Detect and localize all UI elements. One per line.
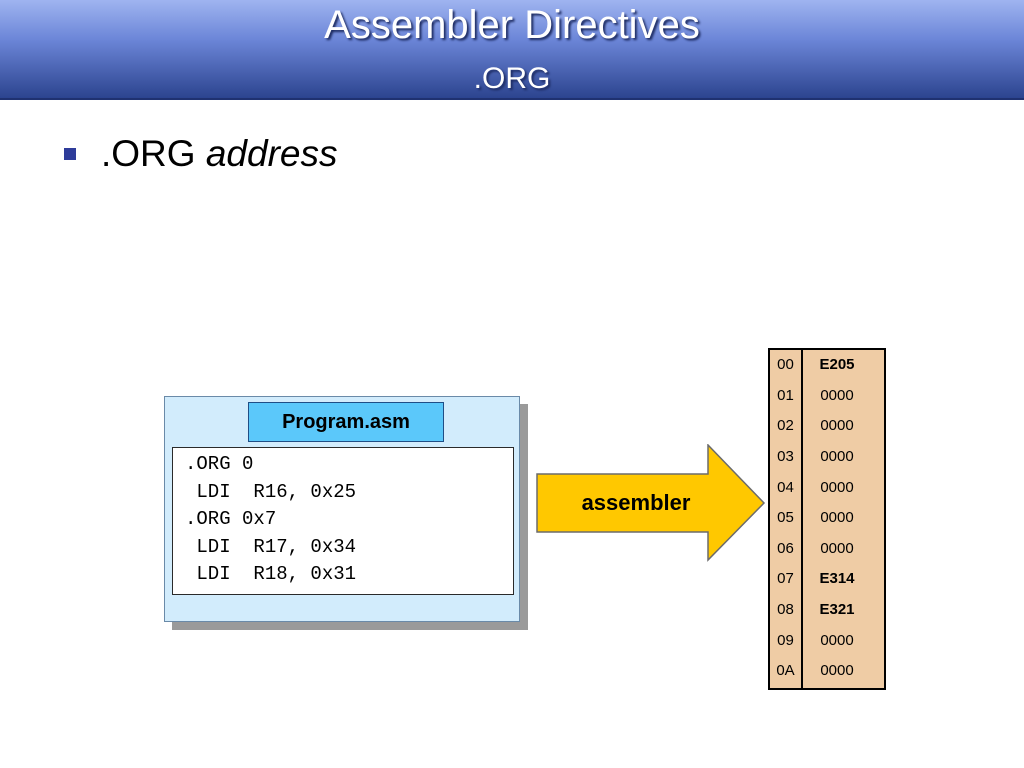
right-arrow-icon bbox=[536, 444, 766, 562]
title-bar: Assembler Directives .ORG bbox=[0, 0, 1024, 100]
memory-value: 0000 bbox=[820, 448, 854, 465]
arrow-label: assembler bbox=[581, 490, 691, 515]
memory-row: 04 0000 bbox=[770, 472, 884, 503]
bullet-argument: address bbox=[205, 133, 338, 174]
memory-row: 07 E314 bbox=[770, 563, 884, 594]
memory-row: 08 E321 bbox=[770, 594, 884, 625]
slide-title: Assembler Directives bbox=[324, 3, 700, 47]
memory-row: 0A 0000 bbox=[770, 655, 884, 686]
code-listing: .ORG 0 LDI R16, 0x25 .ORG 0x7 LDI R17, 0… bbox=[172, 447, 514, 595]
code-line: .ORG 0x7 bbox=[185, 508, 277, 530]
program-filename: Program.asm bbox=[248, 402, 444, 442]
memory-address: 0A bbox=[776, 662, 795, 679]
memory-row: 00 E205 bbox=[770, 349, 884, 380]
memory-value: 0000 bbox=[820, 479, 854, 496]
memory-value: 0000 bbox=[820, 632, 854, 649]
code-line: LDI R16, 0x25 bbox=[185, 480, 357, 503]
memory-table bbox=[768, 348, 886, 690]
memory-address: 07 bbox=[777, 570, 794, 587]
memory-address: 08 bbox=[777, 601, 794, 618]
memory-value: E205 bbox=[819, 356, 855, 373]
slide-subtitle: .ORG bbox=[473, 62, 551, 95]
memory-value: 0000 bbox=[820, 662, 854, 679]
memory-row: 03 0000 bbox=[770, 441, 884, 472]
memory-row: 05 0000 bbox=[770, 502, 884, 533]
memory-value: E321 bbox=[819, 601, 855, 618]
memory-row: 02 0000 bbox=[770, 410, 884, 441]
memory-value: E314 bbox=[819, 570, 855, 587]
memory-divider bbox=[801, 348, 803, 690]
code-line: .ORG 0 bbox=[185, 453, 254, 475]
memory-row: 09 0000 bbox=[770, 625, 884, 656]
memory-address: 03 bbox=[777, 448, 794, 465]
code-line: LDI R17, 0x34 bbox=[185, 535, 357, 558]
memory-value: 0000 bbox=[820, 387, 854, 404]
memory-value: 0000 bbox=[820, 509, 854, 526]
square-bullet-icon bbox=[64, 148, 76, 160]
memory-value: 0000 bbox=[820, 417, 854, 434]
code-line: LDI R18, 0x31 bbox=[185, 563, 357, 585]
memory-row: 01 0000 bbox=[770, 380, 884, 411]
bullet-text: .ORG address bbox=[101, 133, 337, 175]
memory-address: 01 bbox=[777, 387, 794, 404]
memory-row: 06 0000 bbox=[770, 533, 884, 564]
memory-address: 00 bbox=[777, 356, 794, 373]
memory-address: 09 bbox=[777, 632, 794, 649]
memory-address: 02 bbox=[777, 417, 794, 434]
memory-address: 06 bbox=[777, 540, 794, 557]
memory-address: 05 bbox=[777, 509, 794, 526]
bullet-keyword: .ORG bbox=[101, 133, 206, 174]
memory-address: 04 bbox=[777, 479, 794, 496]
memory-value: 0000 bbox=[820, 540, 854, 557]
bullet-item: .ORG address bbox=[64, 133, 337, 175]
